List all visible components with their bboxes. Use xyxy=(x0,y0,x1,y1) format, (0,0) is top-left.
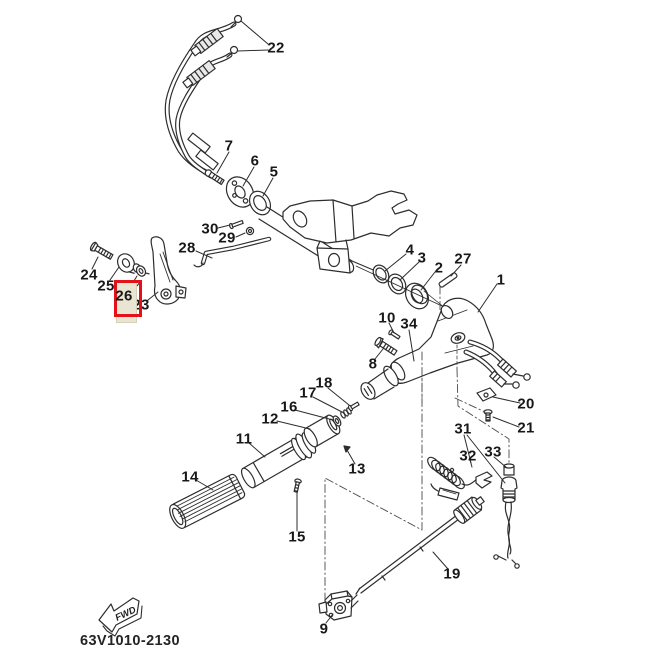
callout-3: 3 xyxy=(417,249,427,267)
part-23-lever xyxy=(150,236,187,305)
callout-2: 2 xyxy=(434,259,444,277)
part-8-bolt xyxy=(374,336,398,356)
part-1-steering-arm xyxy=(360,290,494,405)
callout-8: 8 xyxy=(368,355,378,373)
part-18-screw xyxy=(347,401,360,412)
lanyard-clip xyxy=(475,471,493,489)
callout-1: 1 xyxy=(496,271,506,289)
part-11-shaft-tube xyxy=(240,432,317,489)
part-15-screw xyxy=(293,478,302,493)
callout-22: 22 xyxy=(267,39,285,57)
callout-20: 20 xyxy=(517,395,535,413)
part-5-seal xyxy=(248,190,272,216)
part-28-rod xyxy=(193,236,272,268)
part-9-gear-housing xyxy=(318,590,359,621)
callout-4: 4 xyxy=(405,241,415,259)
callout-27: 27 xyxy=(454,250,472,268)
highlight-box xyxy=(114,280,142,317)
callout-10: 10 xyxy=(378,309,396,327)
lanyard-handle xyxy=(430,483,460,501)
callout-32: 32 xyxy=(459,447,477,465)
callout-31: 31 xyxy=(454,420,472,438)
callout-15: 15 xyxy=(288,528,306,546)
throttle-cables xyxy=(164,14,243,179)
throttle-shaft-group xyxy=(240,401,360,493)
part-19-shaft xyxy=(355,496,485,595)
callout-11: 11 xyxy=(235,430,253,448)
part-33-nut xyxy=(503,463,515,476)
callout-14: 14 xyxy=(181,468,199,486)
callout-34: 34 xyxy=(400,315,418,333)
callout-16: 16 xyxy=(280,398,298,416)
callout-17: 17 xyxy=(299,384,317,402)
callout-6: 6 xyxy=(250,152,260,170)
part-26-washer xyxy=(135,265,150,277)
callout-9: 9 xyxy=(319,620,329,638)
callout-29: 29 xyxy=(218,229,236,247)
callout-18: 18 xyxy=(315,374,333,392)
part-30-pin xyxy=(229,219,244,230)
callout-13: 13 xyxy=(348,460,366,478)
callout-25: 25 xyxy=(97,277,115,295)
part-13-detent xyxy=(343,445,351,453)
callout-28: 28 xyxy=(178,239,196,257)
alignment-lines xyxy=(324,285,510,601)
arm-cables xyxy=(463,339,531,422)
part-24-bolt xyxy=(89,241,114,260)
part-10-pin xyxy=(388,329,401,340)
part-6-flange xyxy=(225,176,255,208)
pivot-tube-group xyxy=(204,169,355,274)
part-16-washer xyxy=(332,415,342,427)
callout-19: 19 xyxy=(443,565,461,583)
callout-12: 12 xyxy=(261,410,279,428)
callout-7: 7 xyxy=(224,137,234,155)
callout-33: 33 xyxy=(484,443,502,461)
part-14-grip xyxy=(169,473,246,529)
callout-5: 5 xyxy=(269,163,279,181)
callout-24: 24 xyxy=(80,266,98,284)
callout-26: 26 xyxy=(115,287,133,305)
part-29-nut xyxy=(245,226,255,236)
switch-wires xyxy=(493,501,520,569)
part-20-plate xyxy=(476,387,497,402)
part-code: 63V1010-2130 xyxy=(80,633,180,649)
callout-30: 30 xyxy=(201,220,219,238)
part-7-screw xyxy=(204,169,225,186)
callout-21: 21 xyxy=(517,419,535,437)
washer-stack xyxy=(355,264,458,310)
mounting-bracket xyxy=(282,190,418,274)
part-2-bushing xyxy=(404,282,430,310)
lanyard-switch-group xyxy=(427,456,520,569)
